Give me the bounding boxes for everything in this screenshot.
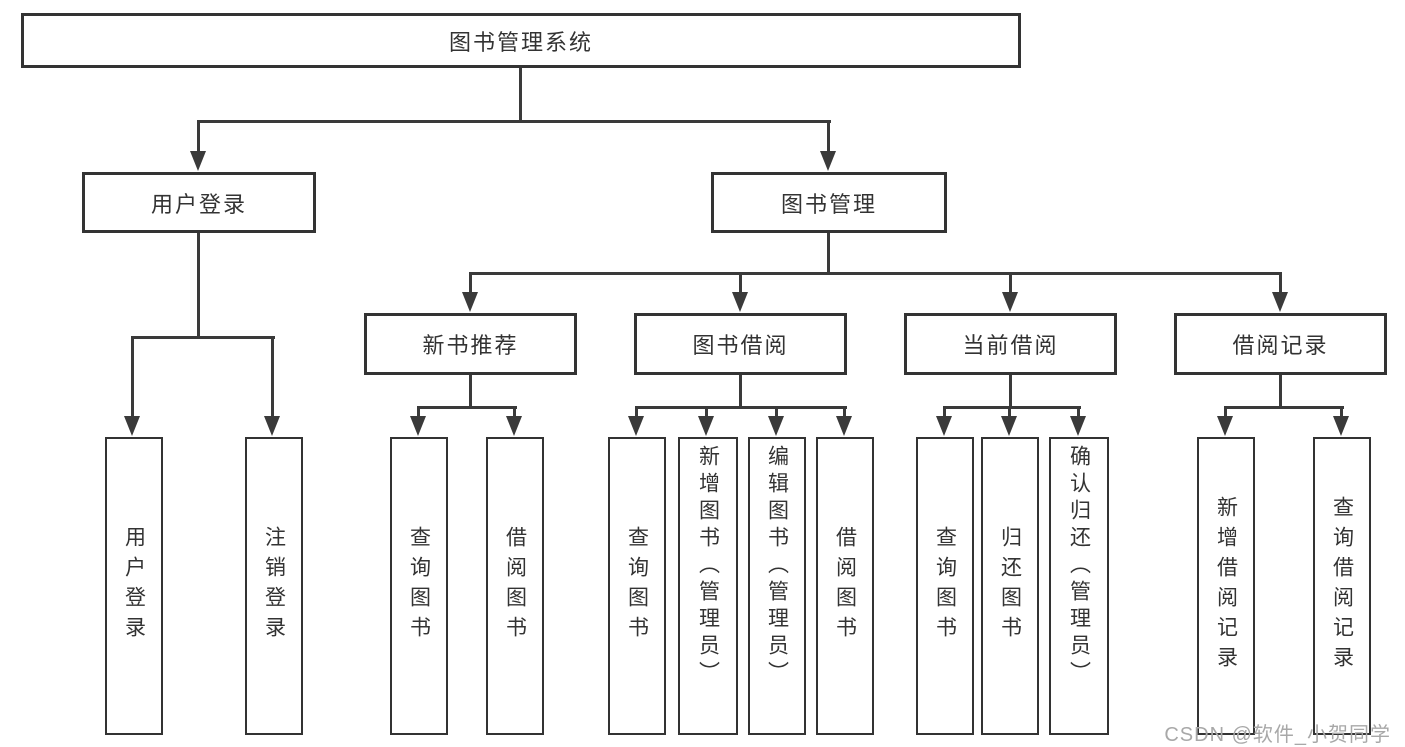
- leaf-query-borrow-record: 查询借阅记录: [1313, 437, 1371, 735]
- connector-line: [417, 406, 420, 418]
- connector-line: [1279, 375, 1282, 409]
- node-borrowing-records: 借阅记录: [1174, 313, 1387, 375]
- arrow-down-icon: [190, 151, 206, 171]
- leaf-label: 借阅图书: [503, 526, 527, 646]
- connector-line: [635, 406, 638, 418]
- leaf-confirm-return-admin: 确认归还（管理员）: [1049, 437, 1109, 735]
- connector-line: [417, 406, 517, 409]
- leaf-label: 查询图书: [625, 526, 649, 646]
- leaf-label: 注销登录: [262, 526, 286, 646]
- connector-line: [775, 406, 778, 418]
- arrow-down-icon: [732, 292, 748, 312]
- arrow-down-icon: [1217, 416, 1233, 436]
- node-label: 当前借阅: [962, 333, 1059, 358]
- connector-line: [705, 406, 708, 418]
- connector-line: [469, 375, 472, 409]
- node-current-borrowing: 当前借阅: [904, 313, 1117, 375]
- connector-line: [1009, 272, 1012, 294]
- connector-line: [843, 406, 846, 418]
- connector-line: [1077, 406, 1080, 418]
- arrow-down-icon: [820, 151, 836, 171]
- leaf-label: 借阅图书: [833, 526, 857, 646]
- arrow-down-icon: [1272, 292, 1288, 312]
- arrow-down-icon: [628, 416, 644, 436]
- connector-line: [197, 120, 831, 123]
- connector-line: [827, 233, 830, 275]
- connector-line: [943, 406, 1081, 409]
- connector-line: [513, 406, 516, 418]
- csdn-watermark: CSDN @软件_小贺同学: [1164, 724, 1391, 746]
- leaf-borrow-books-recommend: 借阅图书: [486, 437, 544, 735]
- leaf-query-books-recommend: 查询图书: [390, 437, 448, 735]
- leaf-label: 新增图书（管理员）: [696, 445, 720, 688]
- arrow-down-icon: [1001, 416, 1017, 436]
- leaf-query-books-current: 查询图书: [916, 437, 974, 735]
- connector-line: [197, 120, 200, 154]
- connector-line: [197, 233, 200, 339]
- node-library-management-system: 图书管理系统: [21, 13, 1021, 68]
- leaf-label: 确认归还（管理员）: [1067, 445, 1091, 688]
- leaf-edit-book-admin: 编辑图书（管理员）: [748, 437, 806, 735]
- leaf-borrow-books-borrowing: 借阅图书: [816, 437, 874, 735]
- connector-line: [1279, 272, 1282, 294]
- connector-line: [1224, 406, 1344, 409]
- arrow-down-icon: [698, 416, 714, 436]
- node-label: 图书管理: [780, 191, 877, 217]
- leaf-return-books: 归还图书: [981, 437, 1039, 735]
- arrow-down-icon: [768, 416, 784, 436]
- leaf-add-book-admin: 新增图书（管理员）: [678, 437, 738, 735]
- node-label: 图书管理系统: [448, 29, 593, 55]
- connector-line: [1340, 406, 1343, 418]
- connector-line: [131, 336, 275, 339]
- leaf-label: 查询借阅记录: [1330, 496, 1354, 676]
- leaf-label: 编辑图书（管理员）: [765, 445, 789, 688]
- node-book-management: 图书管理: [711, 172, 947, 233]
- connector-line: [1008, 406, 1011, 418]
- arrow-down-icon: [124, 416, 140, 436]
- arrow-down-icon: [1070, 416, 1086, 436]
- arrow-down-icon: [410, 416, 426, 436]
- leaf-label: 归还图书: [998, 526, 1022, 646]
- connector-line: [739, 375, 742, 409]
- arrow-down-icon: [506, 416, 522, 436]
- leaf-query-books-borrowing: 查询图书: [608, 437, 666, 735]
- leaf-user-login: 用户登录: [105, 437, 163, 735]
- connector-line: [519, 68, 522, 122]
- leaf-add-borrow-record: 新增借阅记录: [1197, 437, 1255, 735]
- connector-line: [1224, 406, 1227, 418]
- leaf-label: 查询图书: [407, 526, 431, 646]
- node-label: 借阅记录: [1232, 333, 1329, 358]
- node-label: 新书推荐: [422, 333, 519, 358]
- connector-line: [1009, 375, 1012, 409]
- connector-line: [469, 272, 472, 294]
- arrow-down-icon: [1002, 292, 1018, 312]
- node-label: 用户登录: [150, 191, 247, 217]
- node-label: 图书借阅: [692, 333, 789, 358]
- arrow-down-icon: [936, 416, 952, 436]
- connector-line: [827, 120, 830, 154]
- leaf-label: 查询图书: [933, 526, 957, 646]
- connector-line: [131, 336, 134, 418]
- connector-line: [943, 406, 946, 418]
- node-book-borrowing: 图书借阅: [634, 313, 847, 375]
- arrow-down-icon: [462, 292, 478, 312]
- leaf-logout: 注销登录: [245, 437, 303, 735]
- arrow-down-icon: [1333, 416, 1349, 436]
- arrow-down-icon: [836, 416, 852, 436]
- node-user-login: 用户登录: [82, 172, 316, 233]
- connector-line: [739, 272, 742, 294]
- connector-line: [469, 272, 1282, 275]
- node-new-book-recommendation: 新书推荐: [364, 313, 577, 375]
- connector-line: [271, 336, 274, 418]
- arrow-down-icon: [264, 416, 280, 436]
- leaf-label: 新增借阅记录: [1214, 496, 1238, 676]
- leaf-label: 用户登录: [122, 526, 146, 646]
- connector-line: [635, 406, 847, 409]
